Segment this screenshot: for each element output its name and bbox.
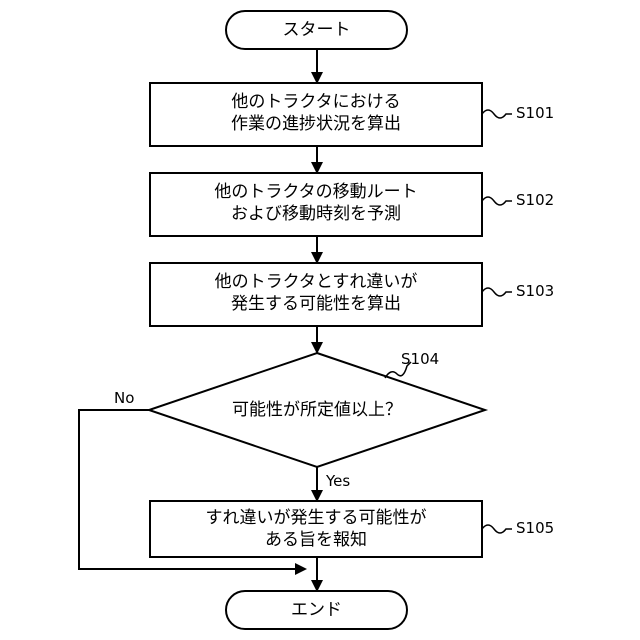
step-id-s102: S102 (516, 191, 554, 209)
process-s101-line1: 他のトラクタにおける (150, 91, 482, 113)
process-s101-line2: 作業の進捗状況を算出 (150, 113, 482, 135)
process-s103-line1: 他のトラクタとすれ違いが (150, 271, 482, 293)
end-label: エンド (226, 599, 407, 621)
process-s102-line1: 他のトラクタの移動ルート (150, 181, 482, 203)
process-s105-line2: ある旨を報知 (150, 529, 482, 551)
process-s103-line2: 発生する可能性を算出 (150, 293, 482, 315)
leader-s103 (482, 288, 512, 296)
step-id-s104: S104 (401, 350, 439, 368)
start-label: スタート (226, 19, 407, 41)
decision-question: 可能性が所定値以上？ (149, 399, 485, 421)
step-id-s103: S103 (516, 282, 554, 300)
process-s102-line2: および移動時刻を予測 (150, 203, 482, 225)
step-id-s101: S101 (516, 104, 554, 122)
decision-no-label: No (114, 389, 134, 407)
leader-s102 (482, 197, 512, 205)
step-id-s105: S105 (516, 519, 554, 537)
process-s105-line1: すれ違いが発生する可能性が (150, 507, 482, 529)
leader-s101 (482, 110, 512, 118)
decision-yes-label: Yes (326, 472, 350, 490)
leader-s105 (482, 525, 512, 533)
